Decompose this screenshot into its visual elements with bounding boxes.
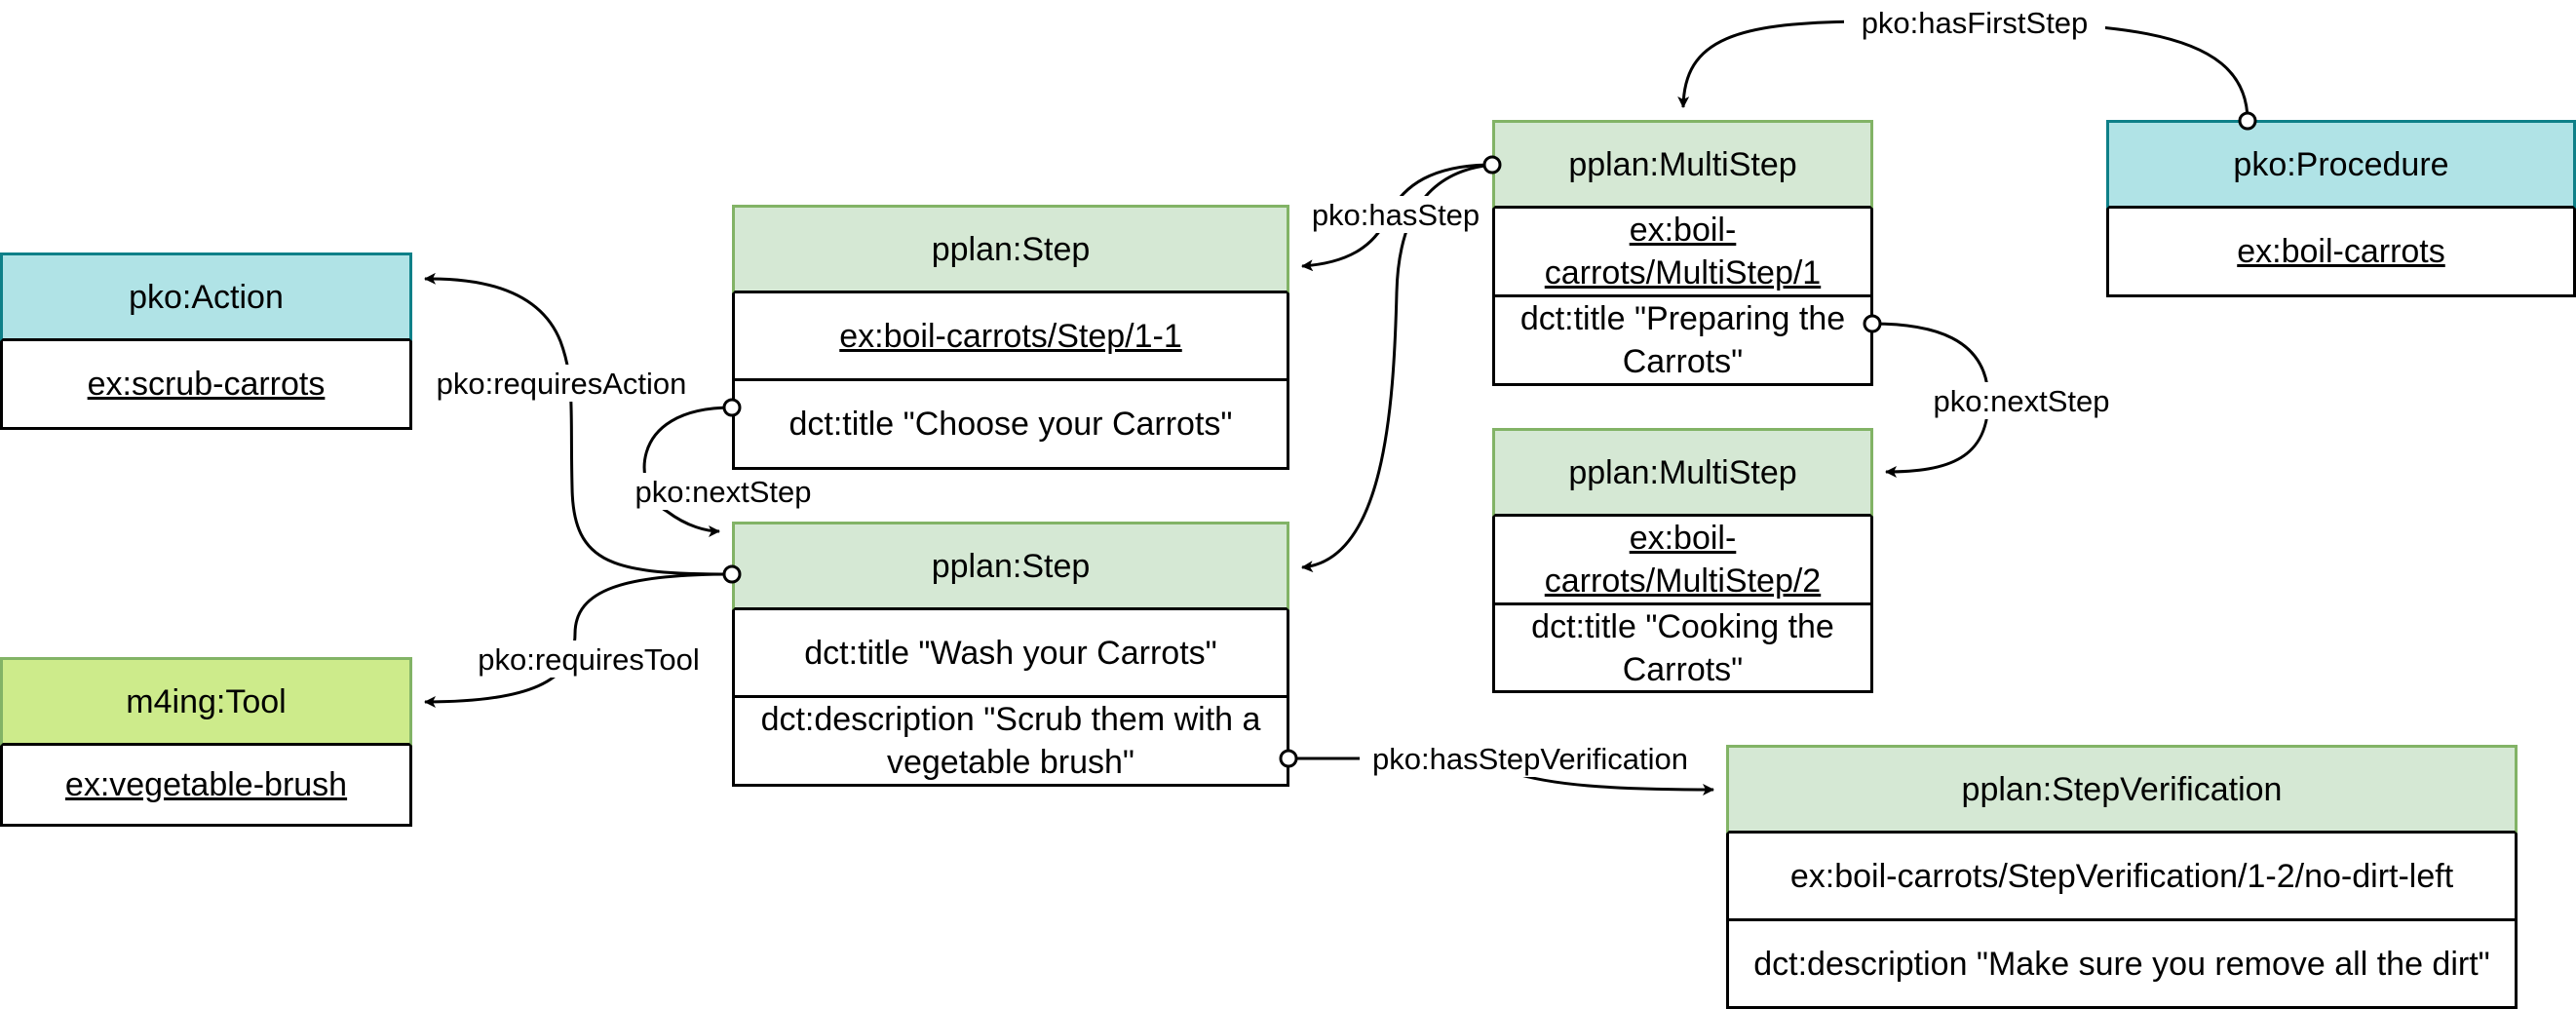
node-tool-uri: ex:vegetable-brush (0, 746, 412, 827)
node-multistep-1-title: dct:title "Preparing the Carrots" (1492, 297, 1873, 386)
node-step-1-uri: ex:boil-carrots/Step/1-1 (732, 293, 1289, 381)
node-step-verification-uri: ex:boil-carrots/StepVerification/1-2/no-… (1726, 834, 2518, 921)
edge-has-step-2 (1301, 163, 1493, 573)
node-multistep-1-uri: ex:boil-carrots/MultiStep/1 (1492, 209, 1873, 297)
node-multistep-2-title: dct:title "Cooking the Carrots" (1492, 605, 1873, 693)
node-multistep-2-uri: ex:boil-carrots/MultiStep/2 (1492, 517, 1873, 605)
label-requires-tool: pko:requiresTool (478, 642, 699, 677)
node-action[interactable]: pko:Action ex:scrub-carrots (0, 252, 412, 430)
node-multistep-2[interactable]: pplan:MultiStep ex:boil-carrots/MultiSte… (1492, 428, 1873, 693)
node-multistep-1-type: pplan:MultiStep (1492, 120, 1873, 209)
label-requires-action: pko:requiresAction (437, 367, 687, 401)
edge-requires-action (424, 272, 733, 576)
node-step-2-description: dct:description "Scrub them with a veget… (732, 698, 1289, 787)
edge-has-first-step (1677, 19, 2249, 122)
node-step-1-title: dct:title "Choose your Carrots" (732, 381, 1289, 470)
label-next-step-a: pko:nextStep (635, 475, 812, 509)
node-step-1[interactable]: pplan:Step ex:boil-carrots/Step/1-1 dct:… (732, 205, 1289, 470)
label-has-step-verification: pko:hasStepVerification (1372, 742, 1688, 776)
node-multistep-2-type: pplan:MultiStep (1492, 428, 1873, 517)
label-has-step: pko:hasStep (1312, 198, 1480, 232)
node-procedure[interactable]: pko:Procedure ex:boil-carrots (2106, 120, 2576, 297)
node-step-2-title: dct:title "Wash your Carrots" (732, 610, 1289, 698)
node-step-verification[interactable]: pplan:StepVerification ex:boil-carrots/S… (1726, 745, 2518, 1009)
label-next-step-b: pko:nextStep (1934, 384, 2110, 418)
node-step-2-type: pplan:Step (732, 522, 1289, 610)
node-step-1-type: pplan:Step (732, 205, 1289, 293)
node-procedure-uri: ex:boil-carrots (2106, 209, 2576, 297)
node-action-uri: ex:scrub-carrots (0, 341, 412, 430)
node-step-verification-description: dct:description "Make sure you remove al… (1726, 921, 2518, 1009)
node-multistep-1[interactable]: pplan:MultiStep ex:boil-carrots/MultiSte… (1492, 120, 1873, 386)
edge-requires-tool (424, 572, 733, 708)
label-has-first-step: pko:hasFirstStep (1862, 6, 2089, 40)
edge-next-step-b (1871, 322, 1990, 478)
node-step-verification-type: pplan:StepVerification (1726, 745, 2518, 834)
edge-next-step-a (642, 406, 733, 537)
node-action-type: pko:Action (0, 252, 412, 341)
node-procedure-type: pko:Procedure (2106, 120, 2576, 209)
node-step-2[interactable]: pplan:Step dct:title "Wash your Carrots"… (732, 522, 1289, 787)
edge-has-step-verification (1288, 757, 1714, 796)
node-tool-type: m4ing:Tool (0, 657, 412, 746)
edge-has-step-1 (1301, 163, 1493, 272)
node-tool[interactable]: m4ing:Tool ex:vegetable-brush (0, 657, 412, 827)
